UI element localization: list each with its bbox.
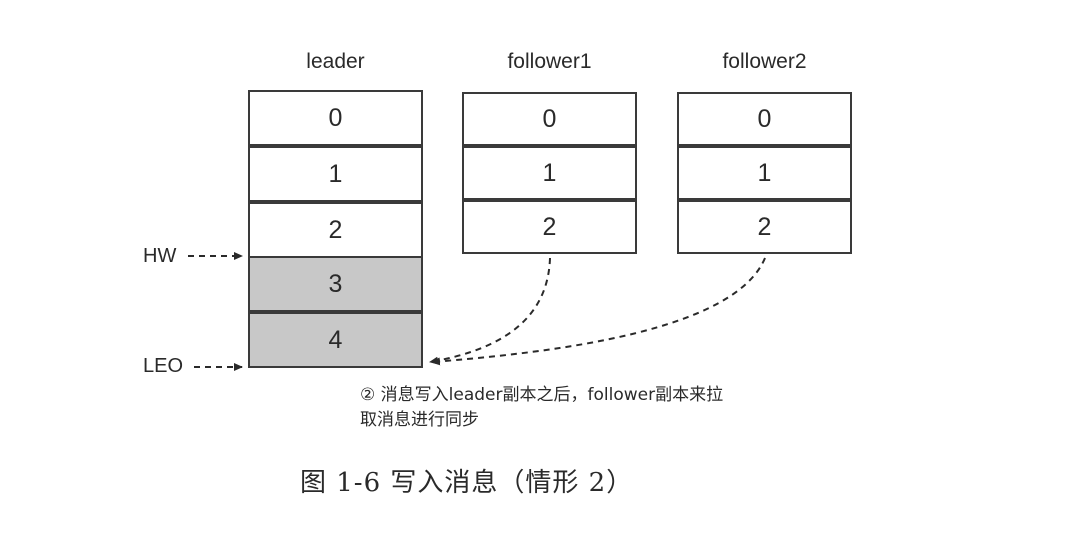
replica-label-follower2: follower2 [722, 50, 807, 73]
leader-message-1: 1 [248, 146, 423, 202]
follower2-message-1: 1 [677, 146, 852, 200]
leo-label: LEO [143, 355, 184, 377]
leader-message-2: 2 [248, 202, 423, 258]
replica-label-follower1: follower1 [507, 50, 592, 73]
replica-label-leader: leader [306, 50, 365, 73]
fetch-note-line1: ② 消息写入leader副本之后，follower副本来拉 [360, 385, 724, 405]
follower2-message-2: 2 [677, 200, 852, 254]
follower1-message-1: 1 [462, 146, 637, 200]
follower2-message-0: 0 [677, 92, 852, 146]
follower1-fetch-arrow [429, 257, 551, 365]
follower2-fetch-arrow [431, 257, 766, 366]
hw-label: HW [143, 245, 177, 267]
leader-message-3: 3 [248, 256, 423, 312]
fetch-note-line2: 取消息进行同步 [360, 410, 479, 430]
follower1-message-0: 0 [462, 92, 637, 146]
figure-caption: 图 1-6 写入消息（情形 2） [300, 468, 634, 498]
leader-message-0: 0 [248, 90, 423, 146]
follower1-message-2: 2 [462, 200, 637, 254]
leader-message-4: 4 [248, 312, 423, 368]
fetch-note: ② 消息写入leader副本之后，follower副本来拉 取消息进行同步 [360, 383, 723, 433]
